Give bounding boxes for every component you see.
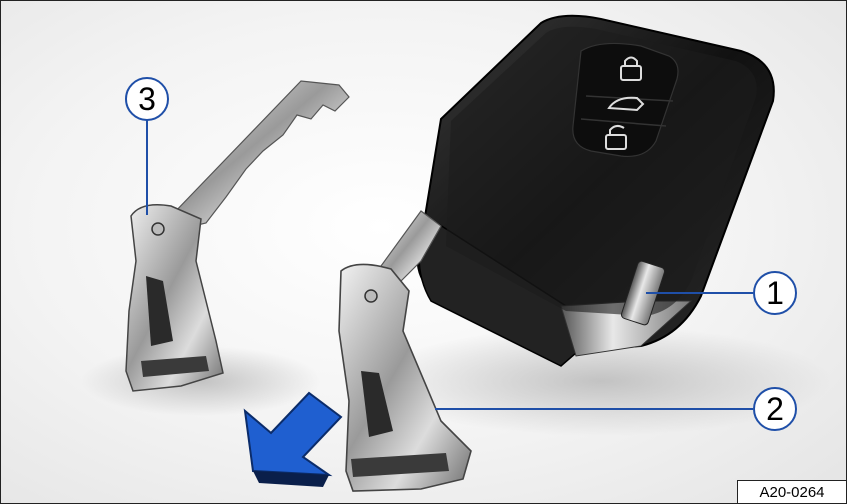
figure-reference-code: A20-0264: [737, 480, 846, 503]
callout-1: 1: [753, 271, 797, 315]
key-fob: [418, 16, 774, 366]
removed-emergency-key: [126, 81, 349, 391]
callout-2: 2: [753, 387, 797, 431]
callout-3: 3: [125, 77, 169, 121]
